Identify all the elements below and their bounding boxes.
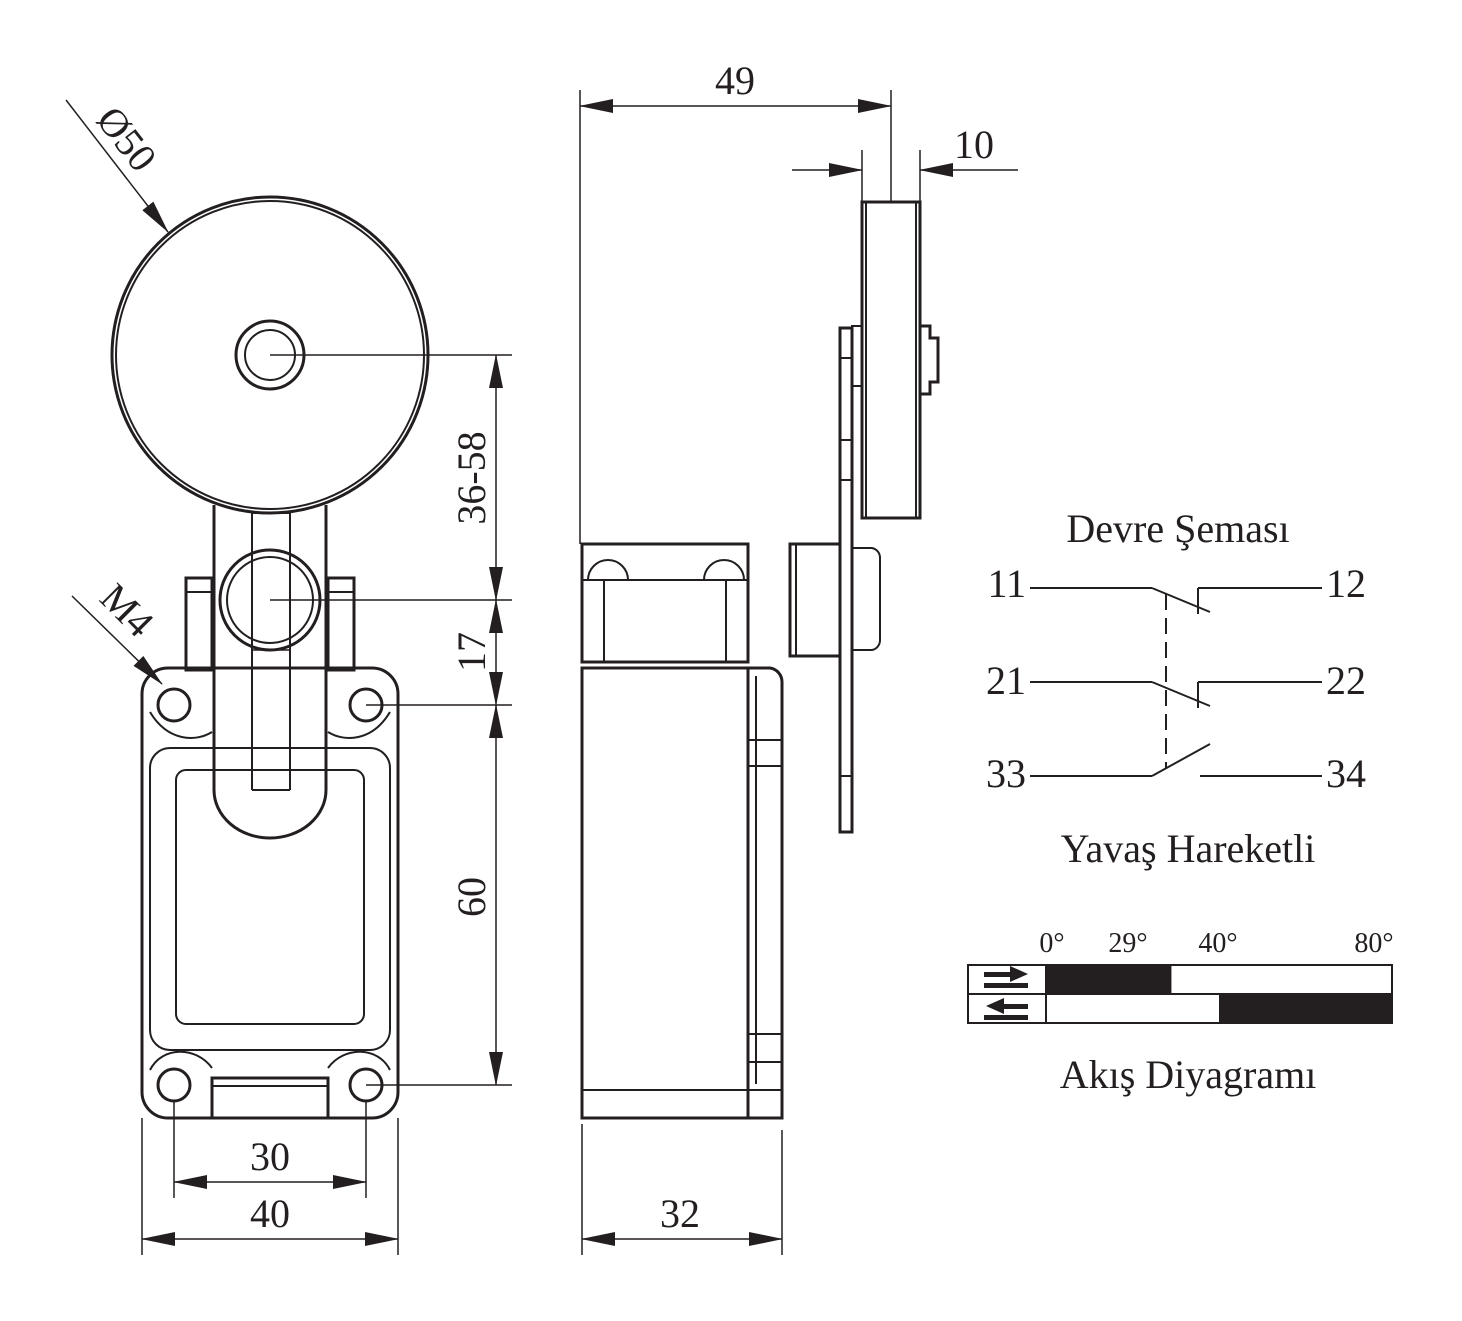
- terminal-21: 21: [986, 658, 1026, 703]
- dim-roller-diameter: Ø50: [88, 98, 166, 180]
- flow-title: Akış Diyagramı: [1060, 1052, 1317, 1097]
- terminal-34: 34: [1326, 751, 1366, 796]
- terminal-33: 33: [986, 751, 1026, 796]
- dim-roller-width: 10: [954, 122, 994, 167]
- terminal-22: 22: [1326, 658, 1366, 703]
- flow-diagram: 0° 29° 40° 80° Akış Diyagramı: [967, 928, 1394, 1097]
- lever-plate: [838, 326, 854, 834]
- angle-40: 40°: [1198, 928, 1237, 959]
- roller-side: [860, 200, 922, 520]
- dim-lever-offset: 17: [449, 632, 494, 672]
- dim-total-depth: 49: [715, 58, 755, 103]
- switch-head: [580, 542, 750, 664]
- arrow-forward-icon: [984, 966, 1028, 988]
- circuit-diagram: Devre Şeması 11 12 21 22 33 34 Yavaş Har…: [986, 506, 1366, 871]
- front-view: Ø50 M4 36-58 17 60 30 40: [65, 98, 512, 1255]
- angle-29: 29°: [1108, 928, 1147, 959]
- bar-return-on: [1219, 994, 1392, 1023]
- arrow-return-icon: [984, 998, 1028, 1020]
- dim-hole-spacing: 30: [250, 1134, 290, 1179]
- dim-body-height: 60: [449, 877, 494, 917]
- mount-hole-bl: [156, 1067, 192, 1103]
- dim-body-depth: 32: [660, 1191, 700, 1236]
- dim-body-width: 40: [250, 1191, 290, 1236]
- dim-lever-range: 36-58: [449, 431, 494, 524]
- dim-screw-size: M4: [92, 575, 163, 646]
- circuit-title: Devre Şeması: [1066, 506, 1289, 551]
- terminal-11: 11: [987, 561, 1026, 606]
- angle-80: 80°: [1354, 928, 1393, 959]
- circuit-mode: Yavaş Hareketli: [1061, 826, 1316, 871]
- lever-shaft: [788, 542, 842, 658]
- switch-body-side: [580, 666, 750, 1120]
- mount-hole-tl: [156, 687, 192, 723]
- terminal-12: 12: [1326, 561, 1366, 606]
- side-view: 49 10 32: [579, 58, 1018, 1255]
- bar-forward-on: [1046, 965, 1172, 994]
- angle-0: 0°: [1039, 928, 1064, 959]
